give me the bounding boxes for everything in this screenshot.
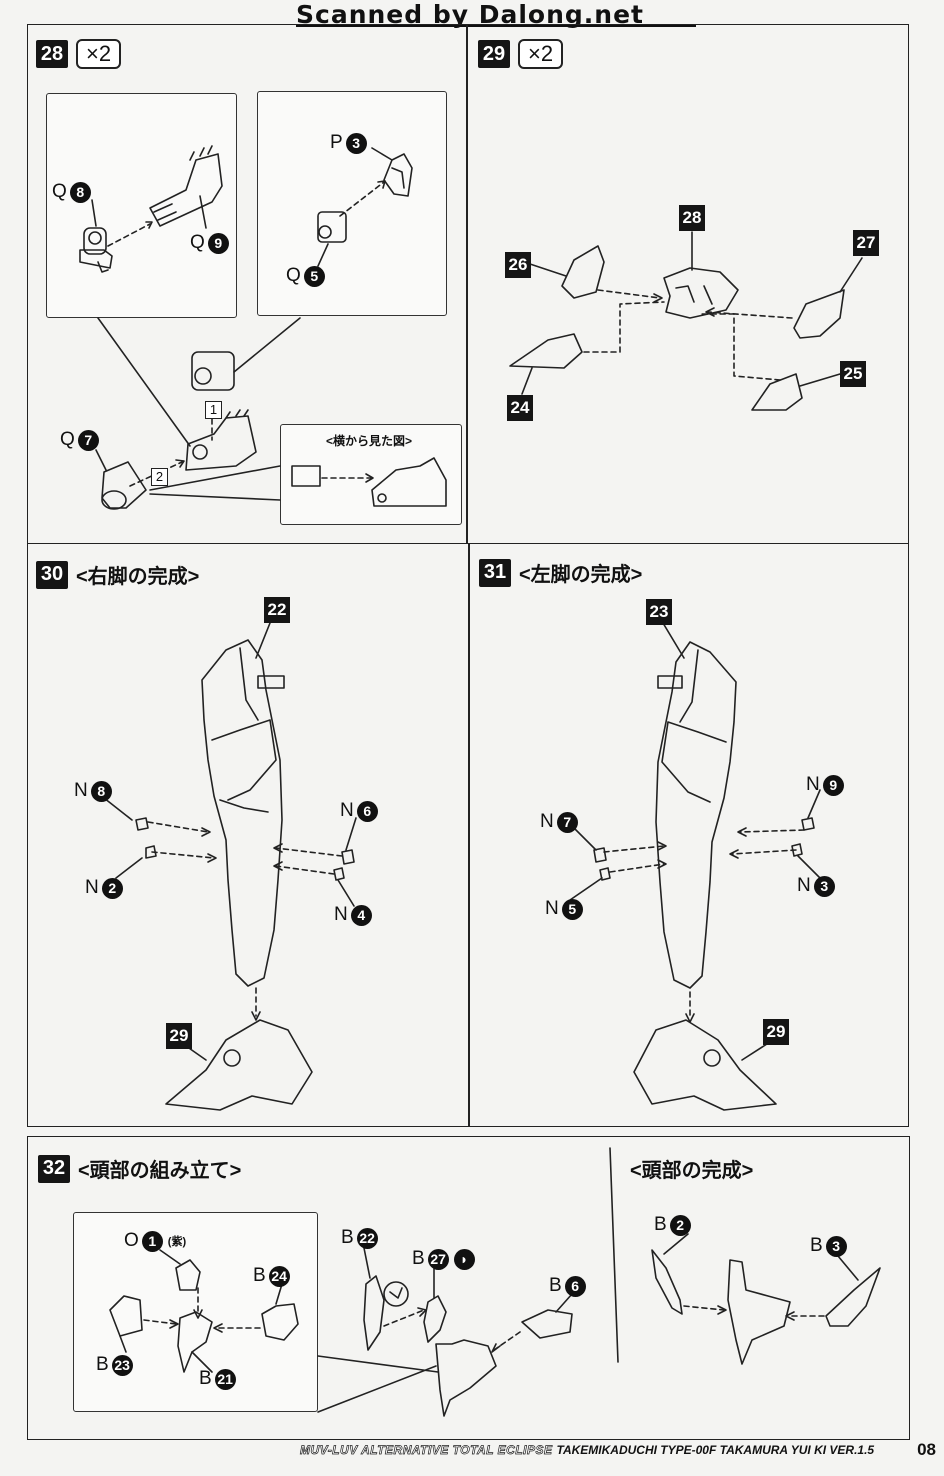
part-badge-23: 23 — [646, 599, 672, 625]
panel-step-31 — [468, 543, 909, 1127]
step-number: 31 — [479, 558, 511, 587]
part-number: 23 — [111, 1354, 133, 1376]
part-number: 9 — [207, 232, 229, 254]
product-title: TAKEMIKADUCHI TYPE-00F TAKAMURA YUI KI V… — [556, 1443, 875, 1457]
step-title: <右脚の完成> — [76, 566, 200, 588]
step-title: <頭部の組み立て> — [78, 1160, 242, 1182]
step-number: 30 — [36, 560, 68, 589]
part-number: 2 — [669, 1214, 691, 1236]
part-number: 5 — [303, 265, 325, 287]
inset-side-view — [280, 424, 462, 525]
part-badge-26: 26 — [505, 252, 531, 278]
part-badge-22: 22 — [264, 597, 290, 623]
color-note: (紫) — [167, 1236, 187, 1248]
part-badge-29-left: 29 — [763, 1019, 789, 1045]
part-number: 5 — [561, 898, 583, 920]
part-badge-28: 28 — [679, 205, 705, 231]
part-number: 24 — [268, 1265, 290, 1287]
part-number: 8 — [69, 181, 91, 203]
part-badge-24: 24 — [507, 395, 533, 421]
part-badge-29: 29 — [166, 1023, 192, 1049]
part-number: 9 — [822, 774, 844, 796]
part-number: 21 — [214, 1368, 236, 1390]
part-number: 2 — [101, 877, 123, 899]
step-32-header: 32 <頭部の組み立て> — [38, 1154, 241, 1183]
part-number: 22 — [356, 1227, 378, 1249]
part-badge-27: 27 — [853, 230, 879, 256]
inset-p3-q5 — [257, 91, 447, 316]
step-29-header: 29 ×2 — [478, 39, 564, 69]
part-number: 1 — [141, 1230, 163, 1252]
order-mark-1: 1 — [205, 401, 222, 419]
part-number: 3 — [813, 875, 835, 897]
step-title: <左脚の完成> — [519, 564, 643, 586]
step-number: 32 — [38, 1154, 70, 1183]
step-number: 29 — [478, 40, 510, 68]
part-number: 4 — [350, 904, 372, 926]
step-30-header: 30 <右脚の完成> — [36, 560, 199, 589]
part-number: 7 — [77, 429, 99, 451]
part-number: 6 — [564, 1275, 586, 1297]
side-view-label: <横から見た図> — [326, 434, 413, 448]
part-badge-25: 25 — [840, 361, 866, 387]
page-number: 08 — [917, 1440, 936, 1459]
glue-mark-icon: ◗ — [453, 1248, 475, 1270]
part-number: 27 — [427, 1248, 449, 1270]
step-number: 28 — [36, 40, 68, 68]
step-31-header: 31 <左脚の完成> — [479, 558, 642, 587]
quantity-label: ×2 — [76, 39, 122, 69]
step-28-header: 28 ×2 — [36, 39, 122, 69]
part-number: 6 — [356, 800, 378, 822]
panel-step-32 — [27, 1136, 910, 1440]
panel-step-30 — [27, 543, 470, 1127]
part-number: 7 — [556, 811, 578, 833]
quantity-label: ×2 — [518, 39, 564, 69]
order-mark-2: 2 — [151, 468, 168, 486]
head-complete-title: <頭部の完成> — [630, 1160, 754, 1182]
part-number: 3 — [345, 132, 367, 154]
part-number: 3 — [825, 1235, 847, 1257]
part-number: 8 — [90, 780, 112, 802]
page-footer: MUV-LUV ALTERNATIVE TOTAL ECLIPSE TAKEMI… — [300, 1440, 936, 1460]
series-title: MUV-LUV ALTERNATIVE TOTAL ECLIPSE — [300, 1443, 553, 1458]
